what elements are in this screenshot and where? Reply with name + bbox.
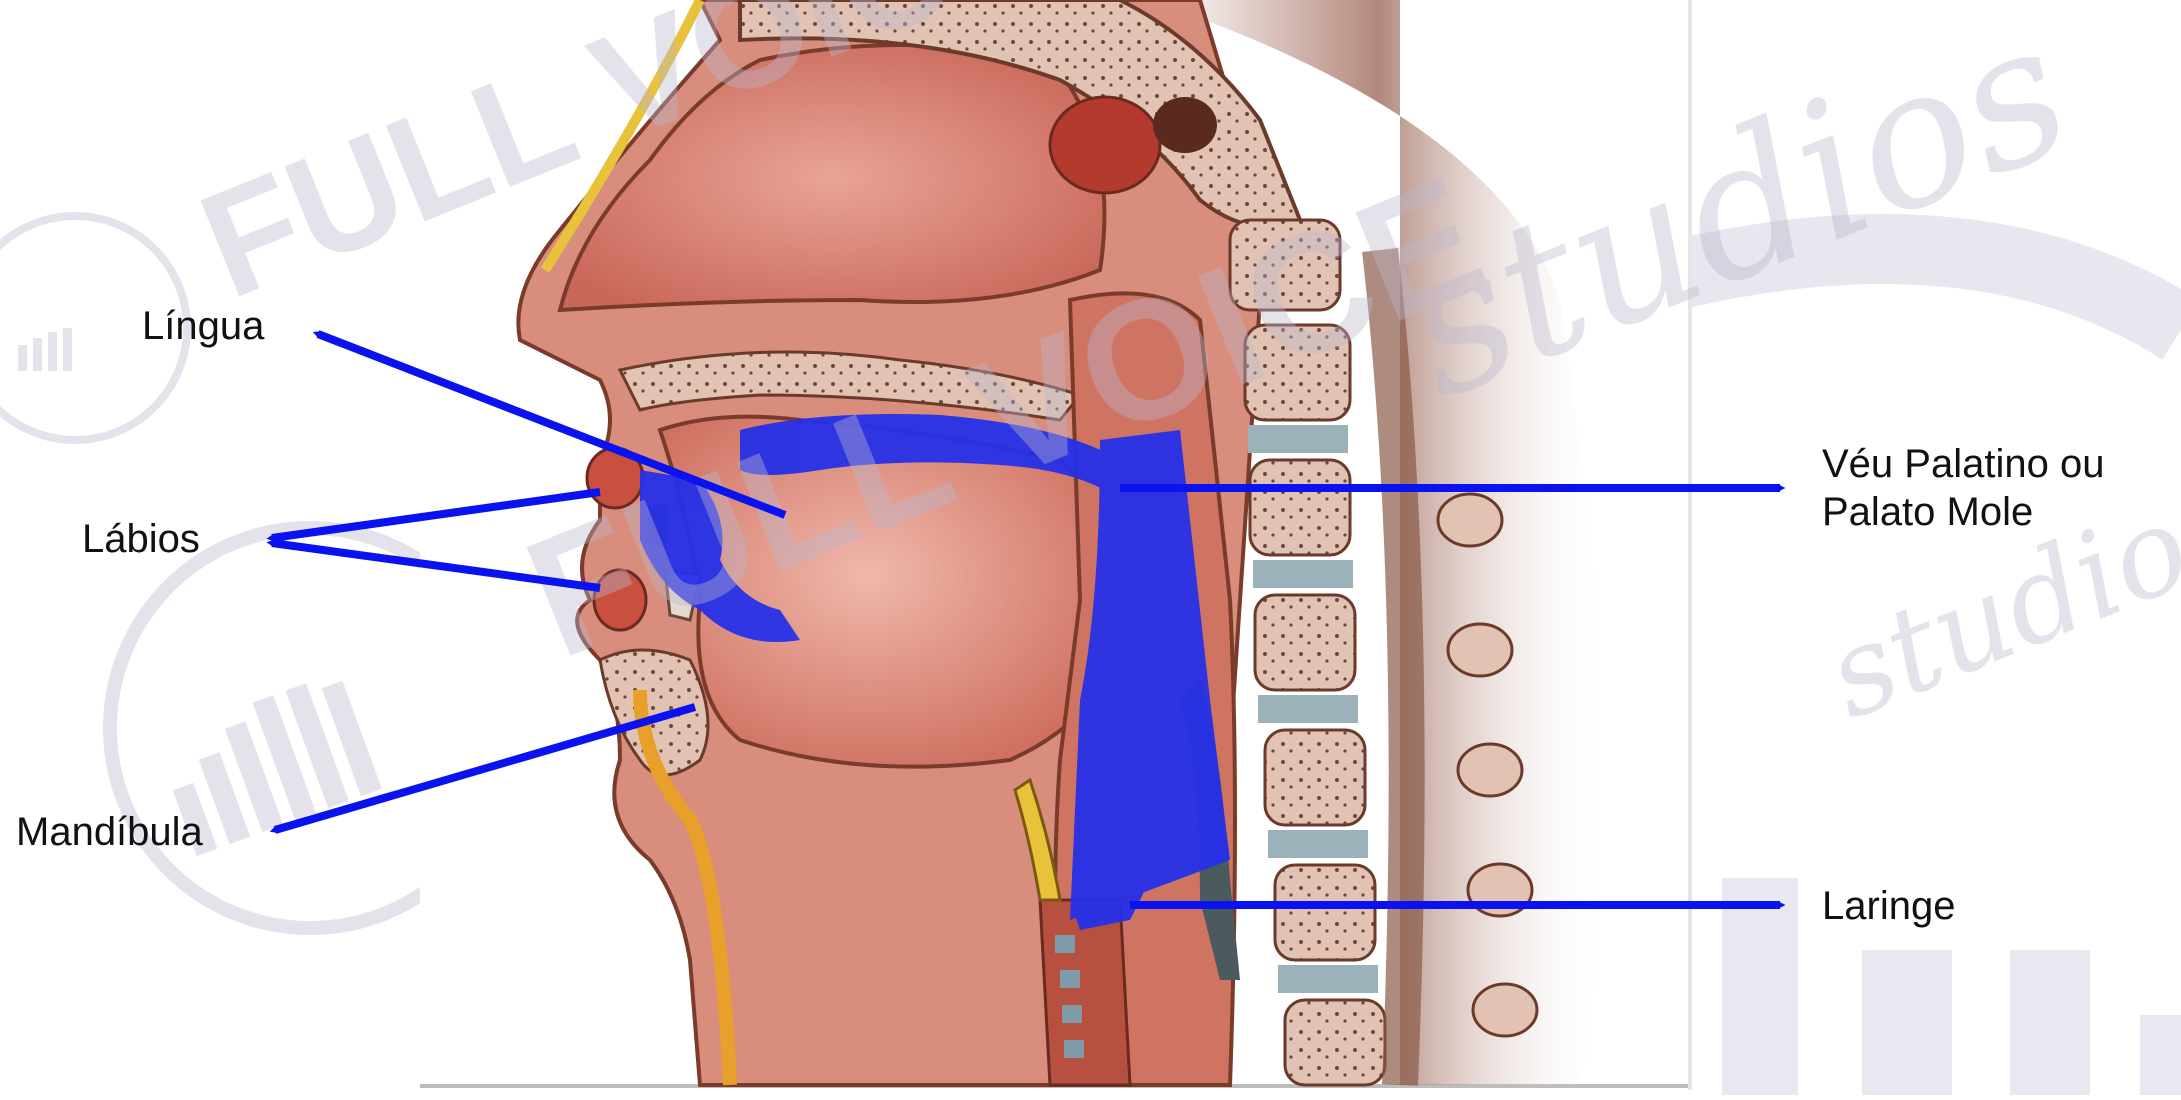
label-lingua: Língua — [142, 302, 264, 350]
label-veu-line2: Palato Mole — [1822, 488, 2104, 536]
watermark-bars-small — [18, 328, 72, 371]
label-labios: Lábios — [82, 515, 200, 563]
sinus — [1050, 97, 1160, 193]
label-mandibula: Mandíbula — [16, 808, 203, 856]
label-laringe: Laringe — [1822, 882, 1955, 930]
sinus-dark — [1153, 97, 1217, 153]
label-veu-line1: Véu Palatino ou — [1822, 440, 2104, 488]
label-veu-palatino: Véu Palatino ou Palato Mole — [1822, 440, 2104, 536]
